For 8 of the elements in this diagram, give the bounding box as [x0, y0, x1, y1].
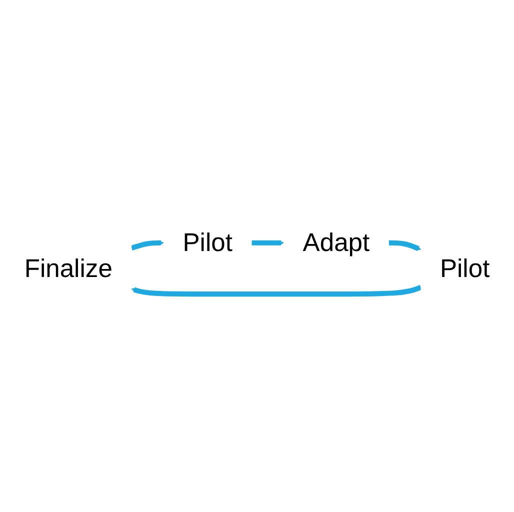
arrow: [252, 240, 284, 246]
node-text: Adapt: [302, 229, 370, 258]
arrow: [131, 285, 422, 297]
node-text: Pilot: [440, 254, 490, 283]
arrow: [388, 240, 422, 252]
node-text: Pilot: [182, 229, 232, 258]
arrow: [130, 240, 164, 251]
node-text: Finalize: [24, 254, 112, 283]
